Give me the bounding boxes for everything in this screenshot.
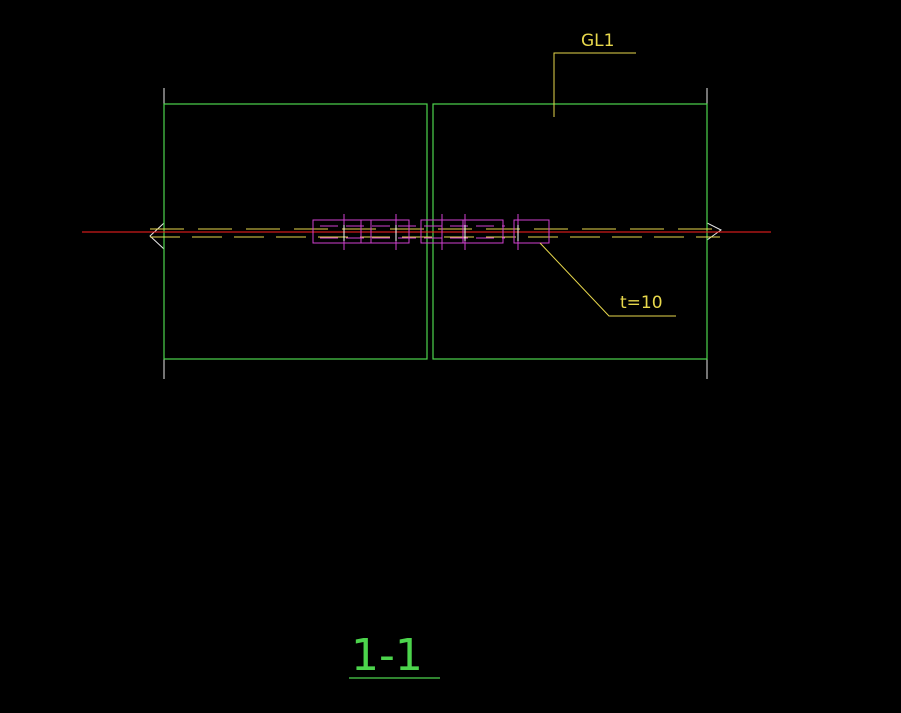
plate-4 [462, 219, 504, 244]
thickness-leader [539, 242, 676, 317]
plate-1 [312, 219, 372, 244]
right-boundary-break-line [706, 88, 722, 379]
member-tag-label: GL1 [581, 31, 614, 51]
centerlines [150, 228, 720, 238]
left-boundary-break-line [149, 88, 165, 379]
member-tag-leader [553, 52, 636, 117]
plate-thickness-label: t=10 [620, 293, 663, 313]
bolt-centre-marks [343, 225, 519, 241]
plate-5 [513, 219, 550, 244]
member-tag-leader-line [553, 52, 636, 117]
plate-2 [360, 219, 410, 244]
thickness-leader-line [539, 242, 676, 317]
section-title: 1-1 [351, 630, 423, 681]
boundary-lines [149, 88, 722, 379]
